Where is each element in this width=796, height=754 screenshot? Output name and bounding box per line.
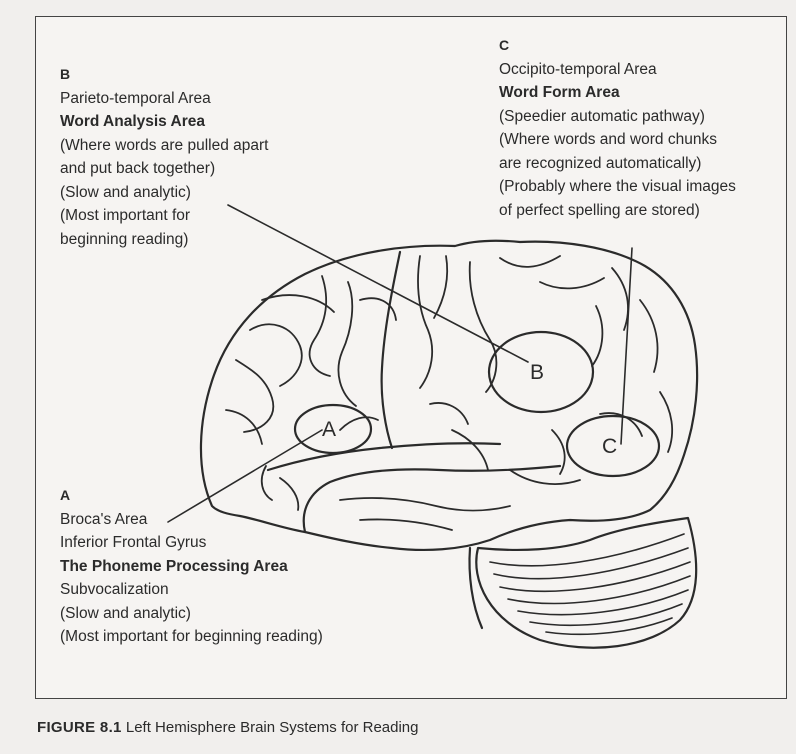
- note-a-line: Inferior Frontal Gyrus: [60, 531, 323, 555]
- marker-c: C: [602, 435, 617, 458]
- note-a-line: Broca's Area: [60, 508, 323, 532]
- note-a-line: (Slow and analytic): [60, 602, 323, 626]
- leader-line-c: [621, 248, 632, 444]
- marker-a: A: [322, 418, 336, 441]
- note-c-line: (Probably where the visual images: [499, 175, 736, 199]
- note-c-title: Word Form Area: [499, 81, 736, 105]
- central-sulcus: [382, 252, 400, 448]
- note-b-line: and put back together): [60, 157, 269, 181]
- note-region-a: A Broca's Area Inferior Frontal Gyrus Th…: [60, 484, 323, 649]
- caption-number: FIGURE 8.1: [37, 719, 122, 736]
- note-a-title: The Phoneme Processing Area: [60, 555, 323, 579]
- note-region-c: C Occipito-temporal Area Word Form Area …: [499, 34, 736, 222]
- sylvian-fissure: [268, 443, 500, 470]
- note-a-line: Subvocalization: [60, 578, 323, 602]
- note-c-line: Occipito-temporal Area: [499, 58, 736, 82]
- caption-text: Left Hemisphere Brain Systems for Readin…: [126, 719, 419, 736]
- figure-caption: FIGURE 8.1 Left Hemisphere Brain Systems…: [37, 719, 419, 736]
- note-c-letter: C: [499, 34, 736, 58]
- marker-b: B: [530, 361, 544, 384]
- note-a-line: (Most important for beginning reading): [60, 625, 323, 649]
- note-b-line: Parieto-temporal Area: [60, 87, 269, 111]
- note-c-line: (Speedier automatic pathway): [499, 105, 736, 129]
- note-b-line: (Where words are pulled apart: [60, 134, 269, 158]
- note-b-letter: B: [60, 63, 269, 87]
- note-b-line: beginning reading): [60, 228, 269, 252]
- note-b-line: (Slow and analytic): [60, 181, 269, 205]
- note-region-b: B Parieto-temporal Area Word Analysis Ar…: [60, 63, 269, 251]
- note-a-letter: A: [60, 484, 323, 508]
- note-b-title: Word Analysis Area: [60, 110, 269, 134]
- leader-line-b: [228, 205, 528, 362]
- note-c-line: of perfect spelling are stored): [499, 199, 736, 223]
- cerebellum-outline: [476, 518, 696, 648]
- note-c-line: (Where words and word chunks: [499, 128, 736, 152]
- note-b-line: (Most important for: [60, 204, 269, 228]
- note-c-line: are recognized automatically): [499, 152, 736, 176]
